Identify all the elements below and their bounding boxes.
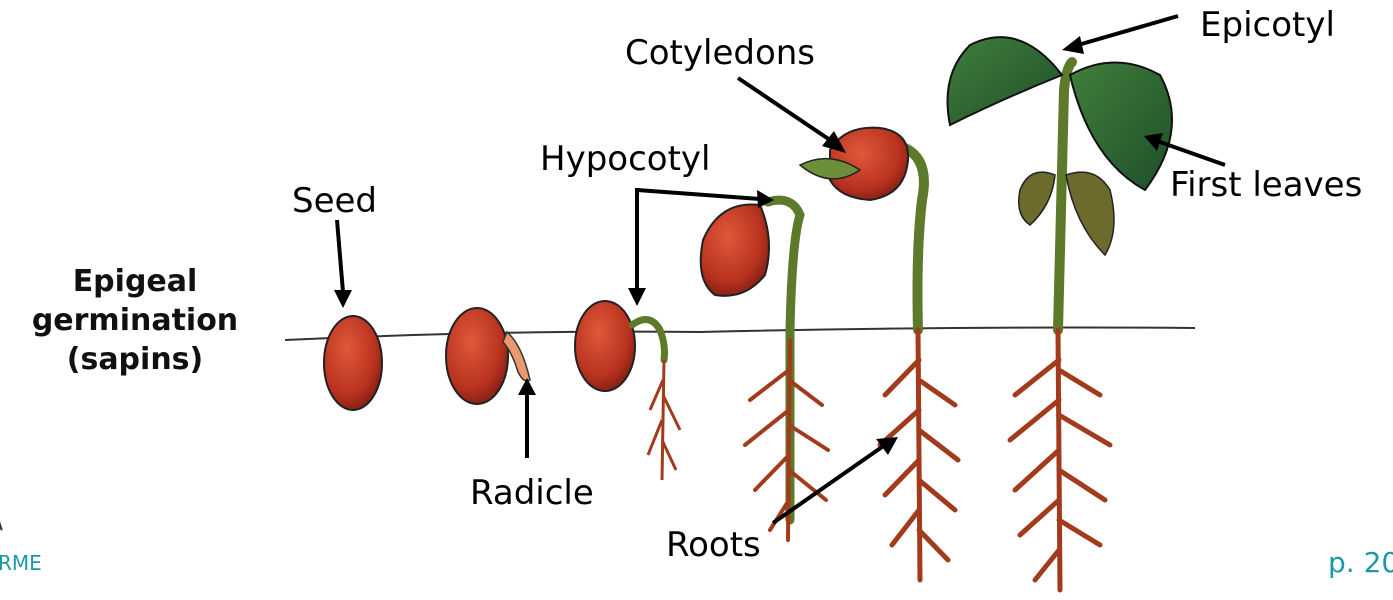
stage-cotyledons [800, 128, 958, 580]
leaf-left [948, 37, 1063, 125]
title-line-2: germination [10, 301, 260, 340]
stage-hypocotyl [575, 301, 680, 480]
title-line-1: Epigeal [10, 262, 260, 301]
cotyledon-left-6 [1019, 172, 1055, 225]
arrow-epicotyl [1078, 16, 1178, 45]
cotyledon-4 [701, 204, 769, 295]
page-number: p. 20/7 [1328, 546, 1393, 579]
label-radicle: Radicle [470, 476, 594, 510]
label-epicotyl: Epicotyl [1200, 8, 1335, 42]
hypocotyl-hook [632, 320, 665, 360]
roots-5 [880, 330, 958, 580]
stage-radicle [446, 308, 530, 404]
seed-3 [575, 301, 635, 391]
arrowhead-radicle [518, 378, 536, 395]
title-line-3: (sapins) [10, 340, 260, 379]
arrowhead-hypocotyl-down [628, 288, 646, 306]
stage-seedling [948, 37, 1173, 590]
cotyledon-right-6 [1066, 172, 1114, 255]
arrow-first-leaves [1160, 142, 1225, 165]
arrowhead-epicotyl [1062, 36, 1084, 54]
seed-1 [324, 316, 382, 410]
label-cotyledons: Cotyledons [625, 36, 815, 70]
young-roots [648, 360, 680, 480]
arrow-hypocotyl-bar [637, 190, 760, 199]
seed-2 [446, 308, 508, 404]
label-first-leaves: First leaves [1170, 168, 1362, 202]
stage-seed [324, 316, 382, 410]
stage-arched [701, 200, 828, 540]
diagram-title: Epigeal germination (sapins) [10, 262, 260, 379]
label-hypocotyl: Hypocotyl [540, 142, 710, 176]
arrow-seed [337, 220, 343, 292]
edge-fragment: \ [0, 505, 3, 535]
label-seed: Seed [292, 184, 377, 218]
arrowhead-seed [334, 290, 352, 308]
stem-6 [1058, 62, 1072, 330]
footer-left-text: RME [0, 551, 42, 575]
stem-5 [905, 148, 924, 330]
label-roots: Roots [666, 528, 761, 562]
arrow-cotyledons [738, 78, 830, 140]
roots-6 [1010, 330, 1110, 590]
leaf-right [1070, 63, 1172, 191]
